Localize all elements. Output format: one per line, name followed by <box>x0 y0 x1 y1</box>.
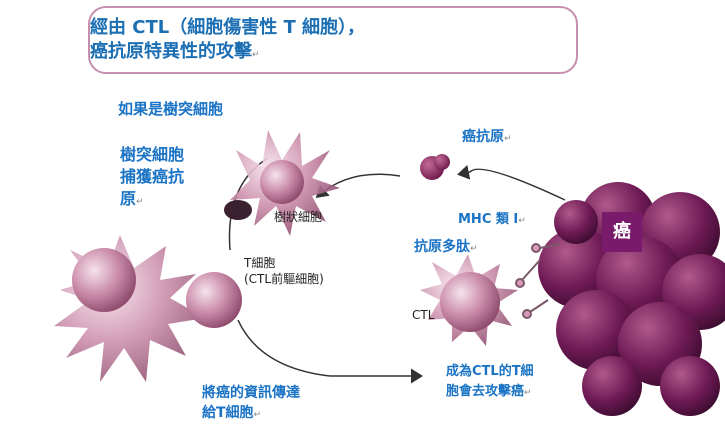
label-dendritic-cell: 樹狀細胞 <box>274 210 323 224</box>
label-dendritic-captures-3: 原↵ <box>120 189 144 208</box>
mhc-markers <box>515 243 561 319</box>
title-line-1: 經由 CTL（細胞傷害性 T 細胞）， <box>90 17 366 38</box>
label-transmit-2: 給T細胞↵ <box>202 405 262 421</box>
label-dendritic-captures-2: 捕獲癌抗 <box>120 167 185 186</box>
label-ctl-precursor: (CTL前驅細胞) <box>244 272 324 286</box>
label-antigen-peptide: 抗原多肽↵ <box>414 239 478 255</box>
dendritic-cell-top <box>224 130 340 236</box>
cancer-tag: 癌 <box>602 212 642 252</box>
dendritic-cell-large <box>54 235 242 382</box>
label-if-dendritic: 如果是樹突細胞 <box>118 100 224 118</box>
label-cancer-antigen: 癌抗原↵ <box>462 129 512 145</box>
title-box <box>88 6 578 74</box>
cancer-antigen-blob <box>420 154 450 180</box>
label-t-cell: T細胞 <box>244 256 276 270</box>
arc-bottom <box>237 319 331 377</box>
label-ctl: CTL <box>412 308 435 322</box>
title-line-2: 癌抗原特異性的攻擊↵ <box>90 41 260 62</box>
label-transmit-1: 將癌的資訊傳達 <box>202 385 300 401</box>
ctl-cell <box>420 254 518 346</box>
cancer-cell-cluster <box>538 182 725 416</box>
label-dendritic-captures-1: 樹突細胞 <box>120 145 185 164</box>
label-mhc: MHC 類 I↵ <box>458 212 526 227</box>
arrow-antigen-to-dendritic <box>457 164 566 201</box>
label-become-ctl-2: 胞會去攻擊癌↵ <box>446 384 532 399</box>
label-become-ctl-1: 成為CTL的T細 <box>446 364 534 379</box>
